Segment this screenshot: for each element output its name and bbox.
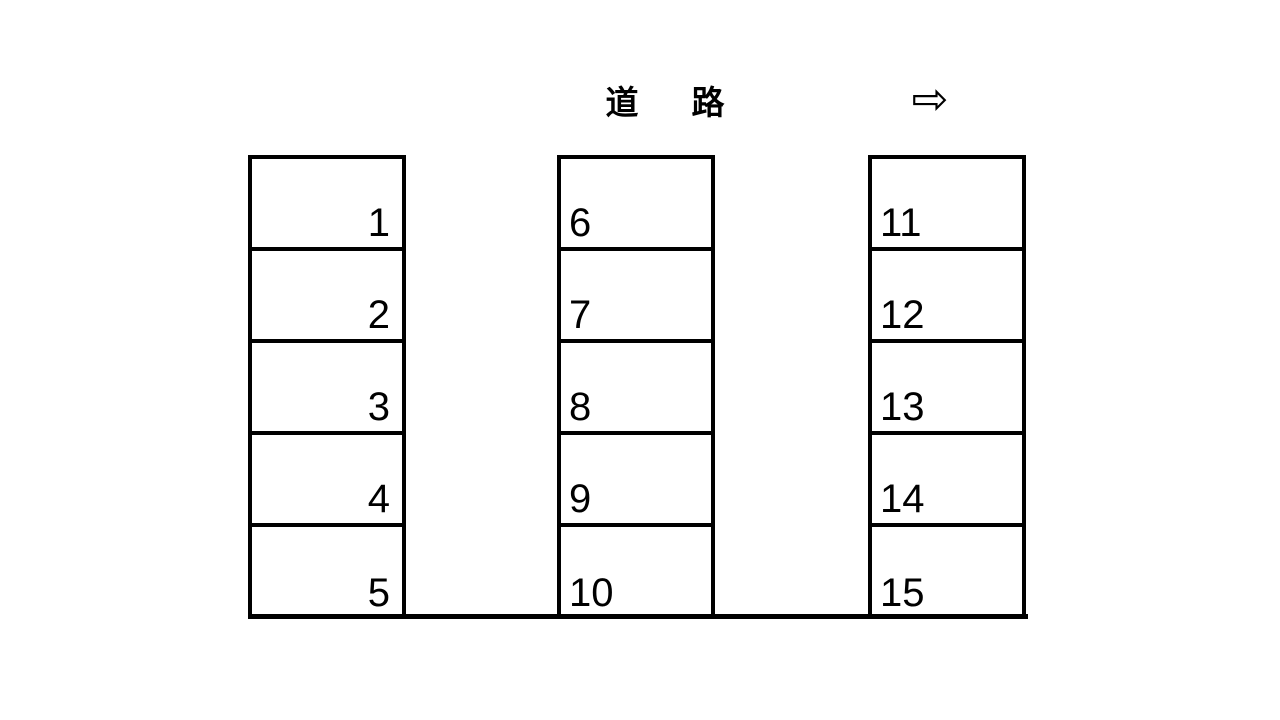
stall-number: 2: [367, 293, 390, 337]
parking-stall[interactable]: 5: [252, 527, 402, 619]
parking-stall[interactable]: 10: [561, 527, 711, 619]
stall-number: 15: [880, 571, 925, 615]
parking-stall[interactable]: 9: [561, 435, 711, 527]
stall-number: 12: [880, 293, 925, 337]
stall-number: 8: [569, 385, 592, 429]
parking-stall[interactable]: 14: [872, 435, 1022, 527]
lot-baseline: [248, 614, 1028, 619]
parking-stall[interactable]: 13: [872, 343, 1022, 435]
parking-stall[interactable]: 3: [252, 343, 402, 435]
stall-column-2: 6 7 8 9 10: [557, 155, 715, 619]
parking-stall[interactable]: 15: [872, 527, 1022, 619]
stall-number: 14: [880, 477, 925, 521]
stall-number: 7: [569, 293, 592, 337]
parking-stall[interactable]: 7: [561, 251, 711, 343]
stall-column-1: 1 2 3 4 5: [248, 155, 406, 619]
parking-stall[interactable]: 12: [872, 251, 1022, 343]
parking-stall[interactable]: 2: [252, 251, 402, 343]
parking-stall[interactable]: 4: [252, 435, 402, 527]
stall-number: 13: [880, 385, 925, 429]
stall-number: 6: [569, 201, 592, 245]
stall-number: 1: [367, 201, 390, 245]
stall-number: 5: [367, 571, 390, 615]
parking-stall[interactable]: 8: [561, 343, 711, 435]
road-label: 道 路: [605, 83, 735, 122]
parking-stall[interactable]: 6: [561, 159, 711, 251]
stall-number: 4: [367, 477, 390, 521]
stall-number: 11: [880, 201, 922, 245]
parking-stall[interactable]: 11: [872, 159, 1022, 251]
stall-number: 9: [569, 477, 592, 521]
parking-stall[interactable]: 1: [252, 159, 402, 251]
stall-column-3: 11 12 13 14 15: [868, 155, 1026, 619]
stall-number: 3: [367, 385, 390, 429]
rightwards-white-arrow-icon: ⇨: [911, 74, 949, 125]
stall-number: 10: [569, 571, 614, 615]
